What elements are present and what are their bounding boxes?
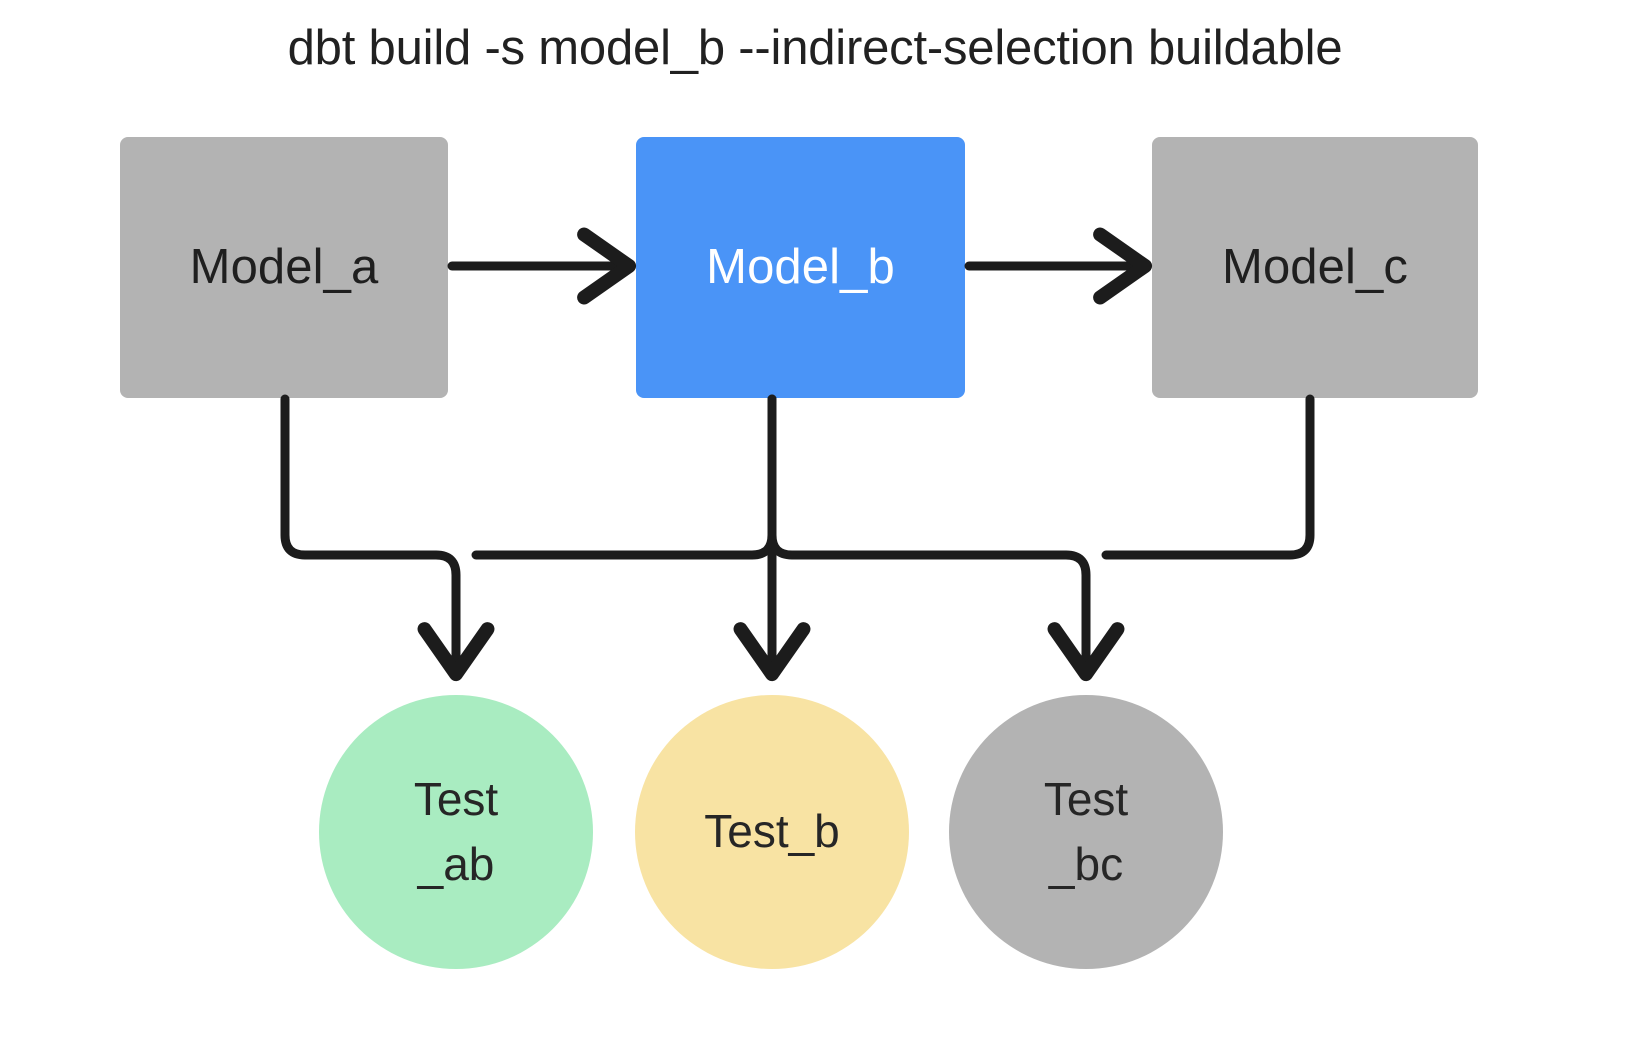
edge-model-a-to-test-ab: [280, 394, 495, 682]
node-shape-model-a[interactable]: [120, 137, 448, 398]
node-shape-model-b[interactable]: [636, 137, 965, 398]
node-shape-test-ab[interactable]: [319, 695, 593, 969]
diagram-title: dbt build -s model_b --indirect-selectio…: [287, 21, 1343, 75]
edge-model-b-to-test-ab: [471, 394, 777, 560]
edge-model-b-to-test-bc: [767, 530, 1125, 682]
edge-model-c-to-test-bc: [1101, 394, 1315, 560]
node-shape-model-c[interactable]: [1152, 137, 1478, 398]
node-shape-test-b[interactable]: [635, 695, 909, 969]
node-shape-test-bc[interactable]: [949, 695, 1223, 969]
